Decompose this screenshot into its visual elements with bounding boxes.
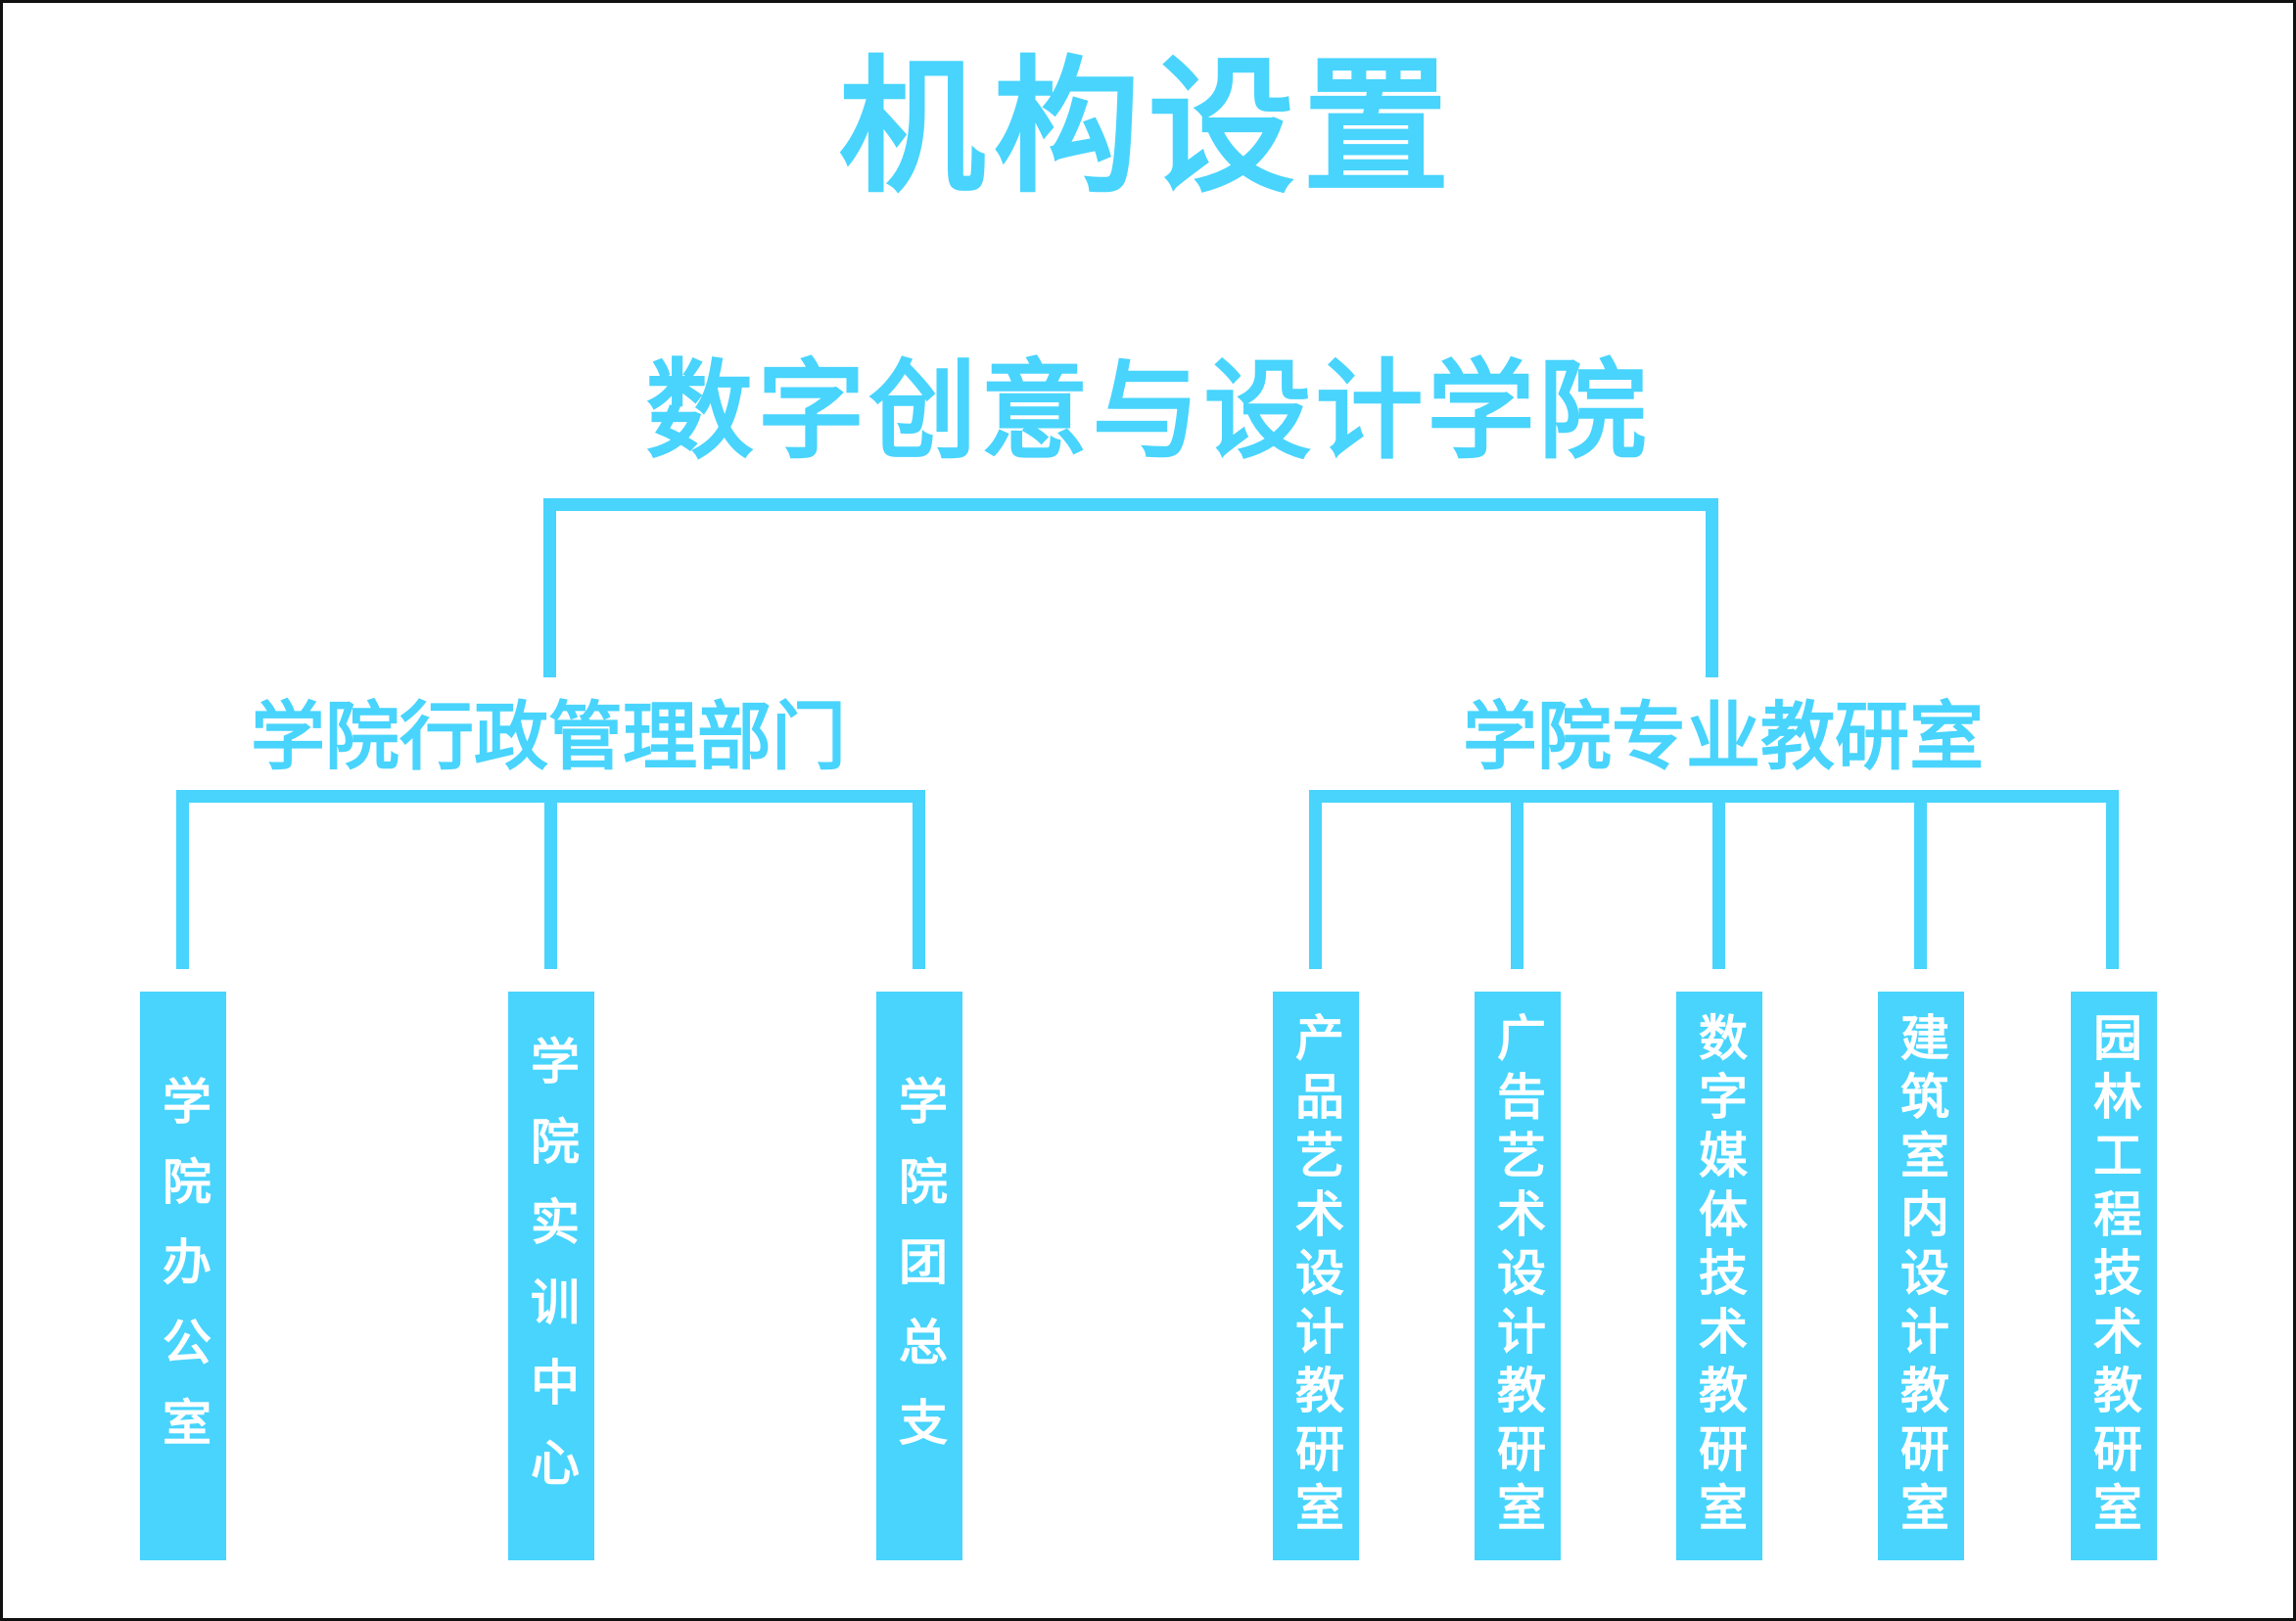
admin-bracket-leg [544,790,557,969]
node-label: 学院团总支 [891,1075,949,1477]
group-label-teaching: 学院专业教研室 [1463,693,1984,780]
diagram-title: 机构设置 [838,41,1458,213]
node-box: 学院办公室 [140,992,226,1560]
teaching-bracket-leg [1511,790,1523,969]
node-box: 广告艺术设计教研室 [1475,992,1561,1560]
node-label: 广告艺术设计教研室 [1489,1011,1547,1541]
node-label: 数字媒体技术教研室 [1691,1011,1749,1541]
node-box: 建筑室内设计教研室 [1878,992,1964,1560]
root-bracket-leg-left [543,498,556,677]
root-node-label: 数字创意与设计学院 [645,347,1651,474]
node-label: 学院办公室 [155,1075,212,1477]
node-label: 学院实训中心 [523,1035,581,1517]
node-box: 园林工程技术教研室 [2071,992,2157,1560]
admin-bracket-leg [913,790,925,969]
teaching-bracket-leg [1309,790,1322,969]
teaching-bracket-leg [1914,790,1927,969]
node-box: 学院实训中心 [508,992,594,1560]
node-box: 学院团总支 [876,992,962,1560]
group-label-admin: 学院行政管理部门 [251,693,846,780]
node-box: 数字媒体技术教研室 [1676,992,1762,1560]
admin-bracket-leg [176,790,189,969]
node-label: 建筑室内设计教研室 [1893,1011,1950,1541]
root-bracket-bar [543,498,1718,511]
node-label: 产品艺术设计教研室 [1288,1011,1345,1541]
root-bracket-leg-right [1706,498,1718,677]
node-box: 产品艺术设计教研室 [1273,992,1359,1560]
node-label: 园林工程技术教研室 [2085,1011,2143,1541]
teaching-bracket-leg [1712,790,1725,969]
teaching-bracket-leg [2106,790,2119,969]
